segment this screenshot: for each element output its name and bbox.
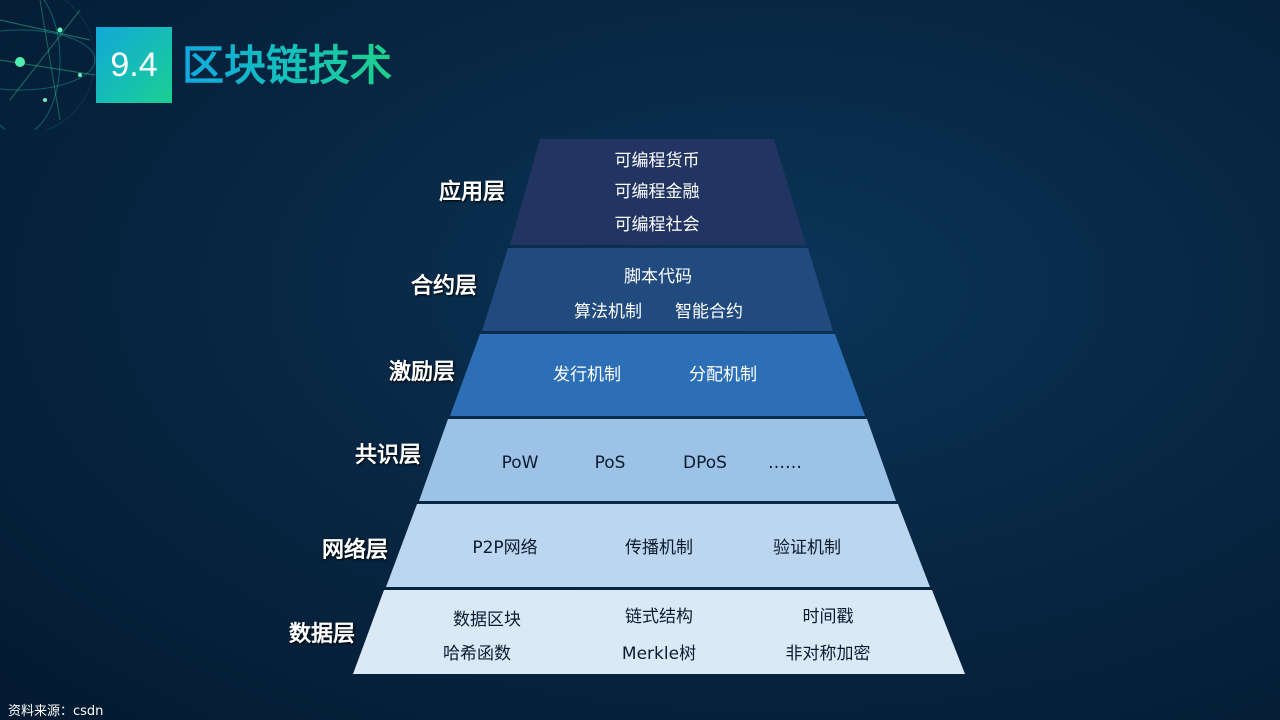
layer-item: 分配机制 xyxy=(689,365,757,385)
layer-band-incentive xyxy=(450,334,865,416)
layer-label-application: 应用层 xyxy=(439,180,506,205)
layer-item: 可编程货币 xyxy=(614,151,700,171)
layer-band-contract xyxy=(482,248,833,331)
layer-item: PoW xyxy=(501,453,539,473)
layer-item: 链式结构 xyxy=(625,607,693,627)
layer-label-data: 数据层 xyxy=(289,622,356,647)
layer-item: 非对称加密 xyxy=(785,644,871,664)
layer-item: 智能合约 xyxy=(675,302,743,322)
layer-label-consensus: 共识层 xyxy=(355,443,422,468)
globe-network-decoration xyxy=(0,0,96,130)
layer-item: 算法机制 xyxy=(574,302,642,322)
layer-item: P2P网络 xyxy=(472,538,538,558)
layer-item: PoS xyxy=(594,453,626,473)
layer-band-application xyxy=(510,139,806,245)
layer-item: 哈希函数 xyxy=(443,644,511,664)
layer-item: Merkle树 xyxy=(621,644,697,664)
section-number-badge: 9.4 xyxy=(96,27,172,103)
layer-item: …… xyxy=(768,453,802,473)
layer-item: 脚本代码 xyxy=(624,267,692,287)
layer-band-data xyxy=(353,590,965,674)
layer-item: 传播机制 xyxy=(625,538,693,558)
source-note: 资料来源：csdn xyxy=(8,704,104,719)
page-title: 区块链技术 xyxy=(182,36,392,96)
layer-item: 验证机制 xyxy=(773,538,841,558)
layer-label-network: 网络层 xyxy=(322,538,389,563)
layer-item: 数据区块 xyxy=(453,610,521,630)
layer-item: DPoS xyxy=(683,453,727,473)
layer-item: 可编程金融 xyxy=(614,182,700,202)
layer-band-consensus xyxy=(419,419,896,501)
layer-item: 可编程社会 xyxy=(614,215,700,235)
layer-item: 发行机制 xyxy=(553,365,621,385)
layer-label-incentive: 激励层 xyxy=(389,360,456,385)
layer-band-network xyxy=(386,504,930,587)
layer-label-contract: 合约层 xyxy=(411,274,478,299)
layer-item: 时间戳 xyxy=(802,607,854,627)
